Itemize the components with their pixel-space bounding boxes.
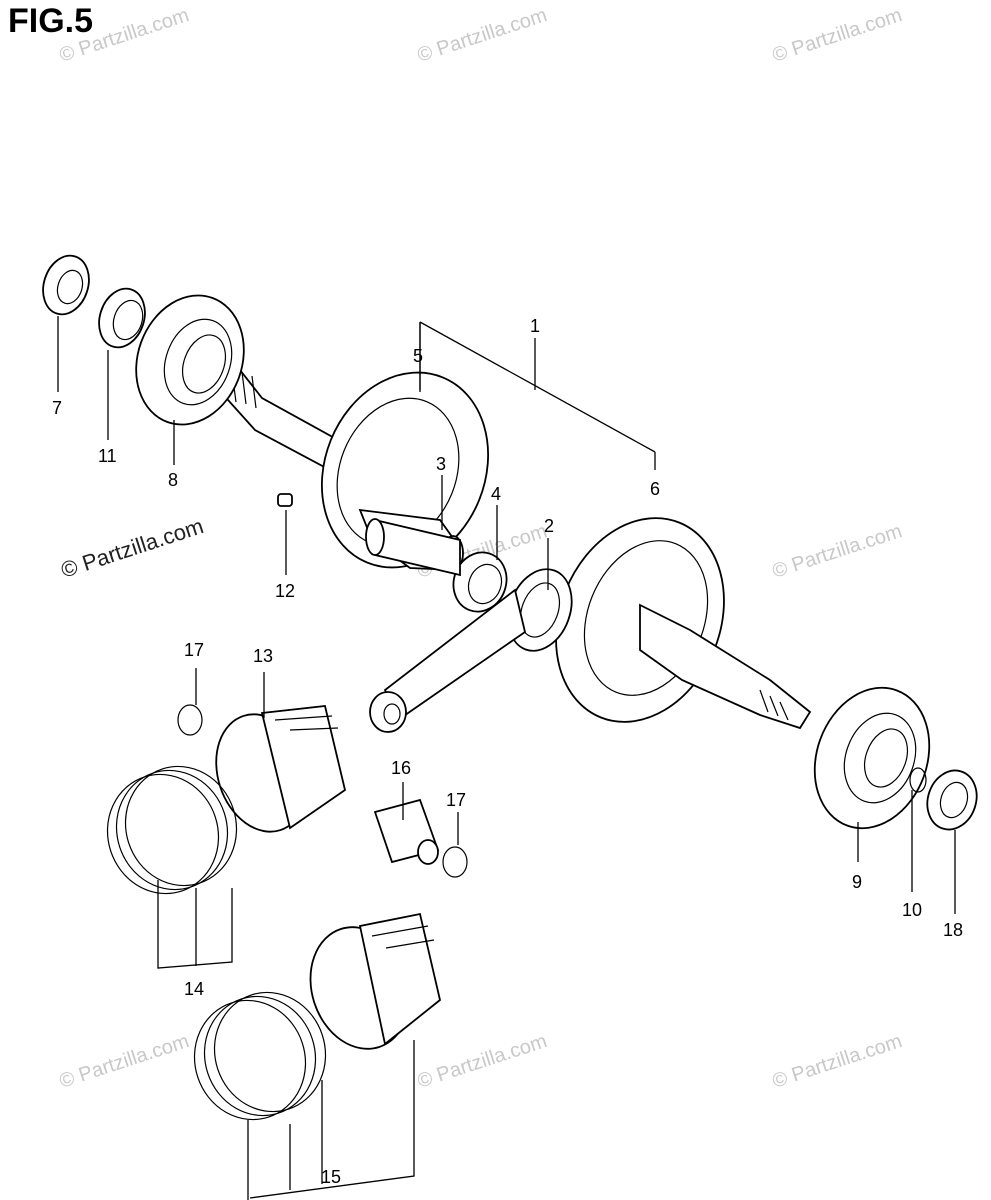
watermark: © Partzilla.com <box>770 4 905 67</box>
callout-13: 13 <box>253 646 273 666</box>
piston-upper <box>215 705 347 833</box>
callout-9: 9 <box>852 872 862 892</box>
crank-pin <box>365 518 461 577</box>
callout-18: 18 <box>943 920 963 940</box>
needle-bearing <box>452 551 508 613</box>
callout-1: 1 <box>530 316 540 336</box>
callout-12: 12 <box>275 581 295 601</box>
callout-4: 4 <box>491 484 501 504</box>
callout-17a: 17 <box>184 640 204 660</box>
watermark: © Partzilla.com <box>770 520 905 583</box>
callout-5: 5 <box>413 346 423 366</box>
callout-11: 11 <box>98 446 117 466</box>
spacer <box>98 287 146 349</box>
piston-lower <box>309 912 442 1050</box>
figure-title: FIG.5 <box>8 2 94 40</box>
piston-rings-lower <box>193 991 327 1121</box>
watermark: © Partzilla.com <box>415 1030 550 1093</box>
watermark: © Partzilla.com <box>415 4 550 67</box>
right-bearing <box>813 686 931 830</box>
callout-6: 6 <box>650 479 660 499</box>
left-oil-seal <box>42 254 90 316</box>
connecting-rod <box>369 568 573 733</box>
callout-10: 10 <box>902 900 922 920</box>
callout-7: 7 <box>52 398 62 418</box>
key-pin <box>277 493 293 507</box>
callouts: 1 2 3 4 5 6 7 8 9 10 11 12 13 14 15 16 1… <box>52 316 963 1187</box>
circlip-ring <box>909 767 927 793</box>
watermark: © Partzilla.com <box>57 4 192 67</box>
callout-2: 2 <box>544 516 554 536</box>
callout-16: 16 <box>391 758 411 778</box>
circlip-lower <box>442 846 468 878</box>
right-flywheel <box>555 517 812 730</box>
callout-15: 15 <box>321 1167 341 1187</box>
watermark: © Partzilla.com <box>58 513 207 583</box>
callout-17b: 17 <box>446 790 466 810</box>
piston-pin <box>373 798 440 865</box>
circlip-upper <box>177 704 203 736</box>
callout-8: 8 <box>168 470 178 490</box>
leader-lines <box>57 316 956 1200</box>
left-bearing <box>135 294 245 426</box>
piston-rings-upper <box>106 765 238 895</box>
watermark: © Partzilla.com <box>57 1030 192 1093</box>
callout-3: 3 <box>436 454 446 474</box>
right-oil-seal <box>926 769 978 831</box>
watermark: © Partzilla.com <box>770 1030 905 1093</box>
watermarks: © Partzilla.com © Partzilla.com © Partzi… <box>57 4 905 1093</box>
callout-14: 14 <box>184 979 204 999</box>
